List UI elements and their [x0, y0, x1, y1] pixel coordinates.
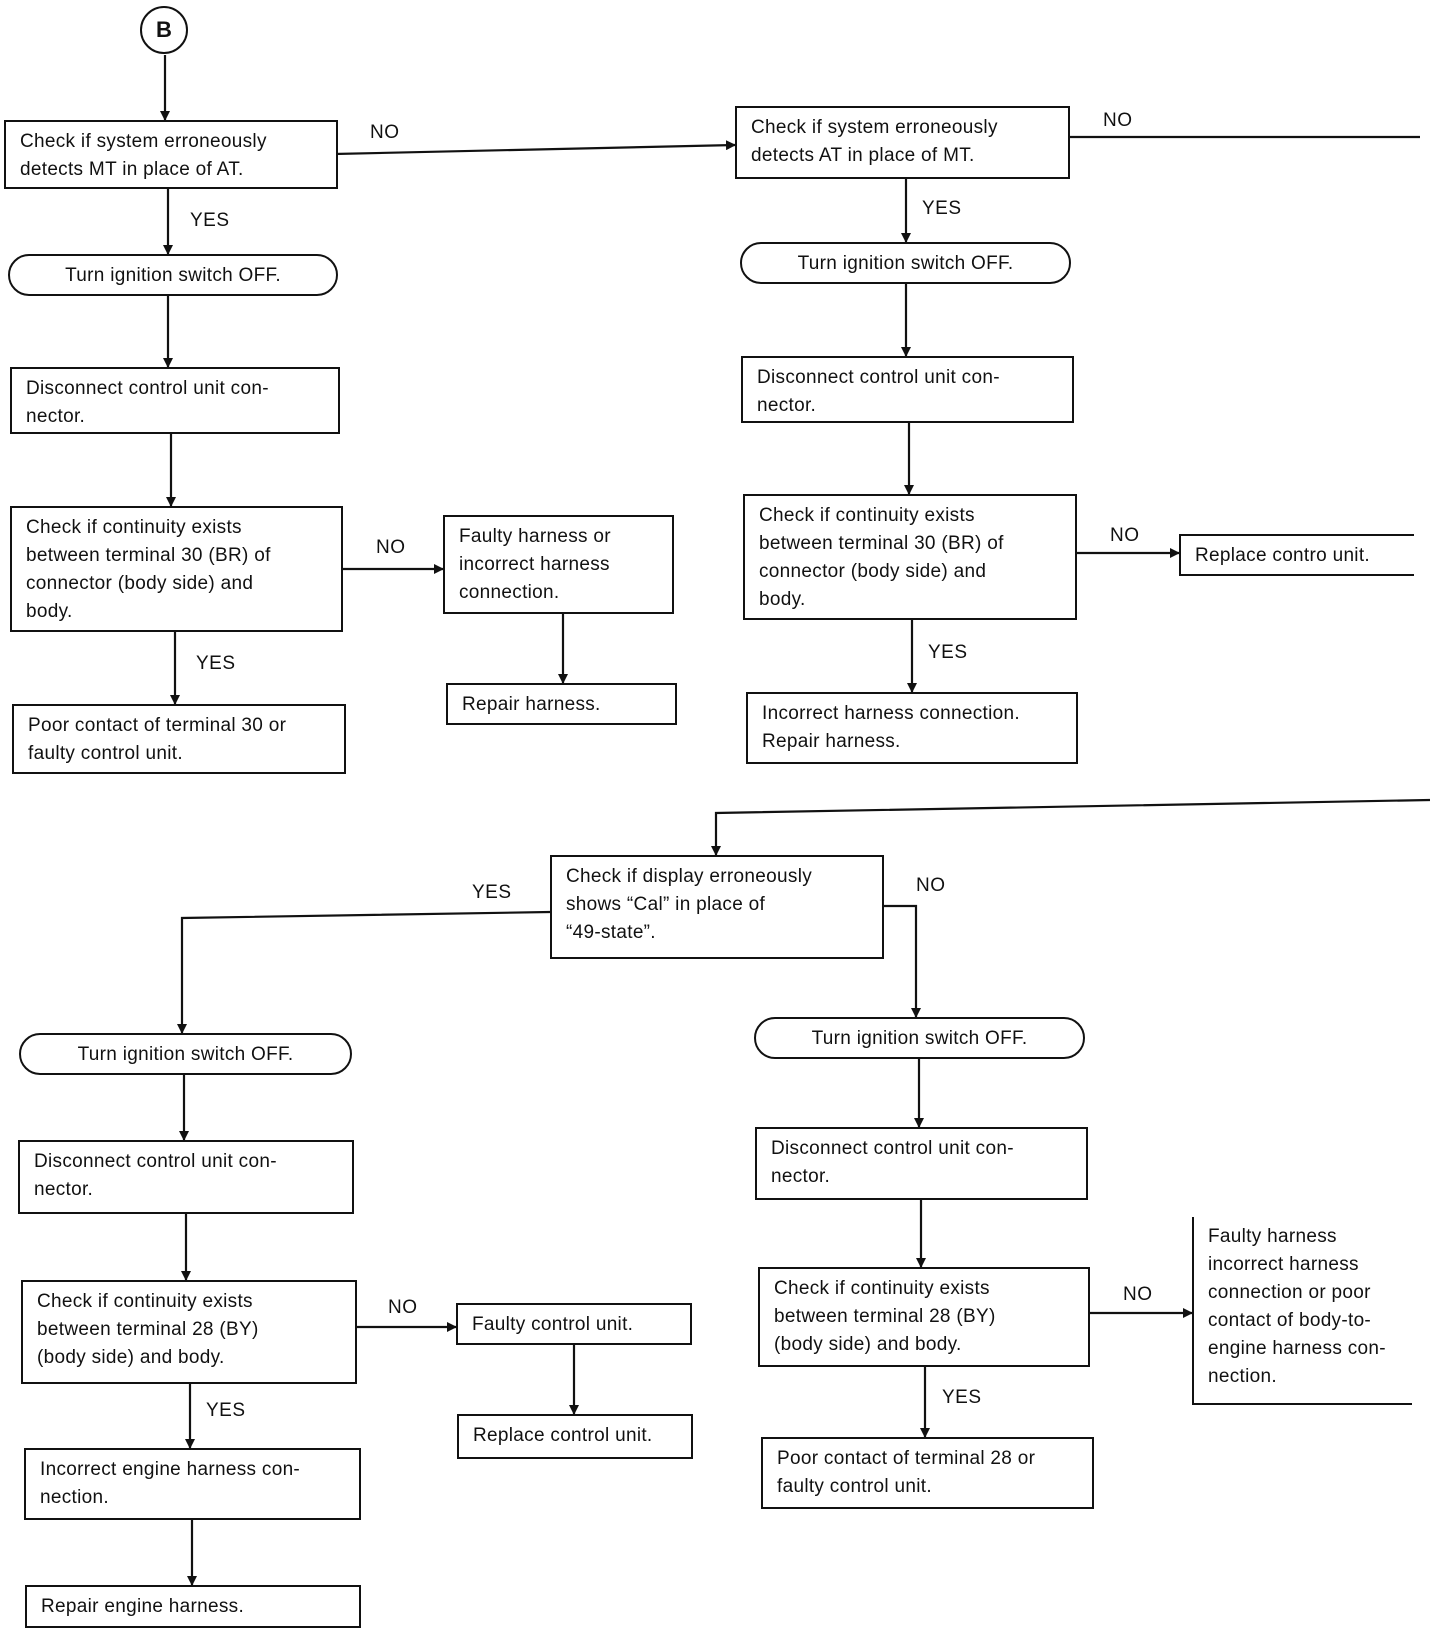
left-ignition-off: Turn ignition switch OFF.: [8, 254, 338, 296]
arrow-continuation-to-display: [711, 798, 1431, 856]
bottom-left-ignition-off: Turn ignition switch OFF.: [19, 1033, 352, 1075]
right-disconnect-box: Disconnect control unit con- nector.: [741, 356, 1074, 423]
arrow-display-no: [884, 904, 921, 1018]
arrow-no-to-check-at: [333, 140, 736, 156]
label-yes-right-check30: YES: [928, 642, 968, 663]
bottom-left-disconnect: Disconnect control unit con- nector.: [18, 1140, 354, 1214]
label-no-bottom-right: NO: [1123, 1284, 1153, 1305]
start-marker-b: B: [140, 6, 188, 54]
label-no-display: NO: [916, 875, 946, 896]
left-check-terminal-30: Check if continuity exists between termi…: [10, 506, 343, 632]
faulty-control-unit-box: Faulty control unit.: [456, 1303, 692, 1345]
right-check-terminal-30: Check if continuity exists between termi…: [743, 494, 1077, 620]
bottom-right-disconnect: Disconnect control unit con- nector.: [755, 1127, 1088, 1200]
label-no-bottom-left: NO: [388, 1297, 418, 1318]
label-yes-bottom-right: YES: [942, 1387, 982, 1408]
label-yes-left-check30: YES: [196, 653, 236, 674]
replace-unit-box: Replace contro unit.: [1179, 534, 1414, 576]
arrow-display-yes: [177, 910, 551, 1034]
check-at-box: Check if system erroneously detects AT i…: [735, 106, 1070, 179]
label-no-right-check30: NO: [1110, 525, 1140, 546]
label-no-mt: NO: [370, 122, 400, 143]
bottom-left-check-terminal-28: Check if continuity exists between termi…: [21, 1280, 357, 1384]
label-yes-display: YES: [472, 882, 512, 903]
repair-harness-box: Repair harness.: [446, 683, 677, 725]
poor-contact-28-box: Poor contact of terminal 28 or faulty co…: [761, 1437, 1094, 1509]
incorrect-engine-harness-box: Incorrect engine harness con- nection.: [24, 1448, 361, 1520]
label-yes-at: YES: [922, 198, 962, 219]
label-yes-bottom-left: YES: [206, 1400, 246, 1421]
label-no-at: NO: [1103, 110, 1133, 131]
label-yes-mt: YES: [190, 210, 230, 231]
poor-contact-30-box: Poor contact of terminal 30 or faulty co…: [12, 704, 346, 774]
check-display-box: Check if display erroneously shows “Cal”…: [550, 855, 884, 959]
check-mt-box: Check if system erroneously detects MT i…: [4, 120, 338, 189]
bottom-right-check-terminal-28: Check if continuity exists between termi…: [758, 1267, 1090, 1367]
faulty-harness-engine-box: Faulty harness incorrect harness connect…: [1192, 1217, 1412, 1405]
incorrect-harness-box: Incorrect harness connection. Repair har…: [746, 692, 1078, 764]
faulty-harness-box: Faulty harness or incorrect harness conn…: [443, 515, 674, 614]
replace-control-unit-box: Replace control unit.: [457, 1414, 693, 1459]
repair-engine-harness-box: Repair engine harness.: [25, 1585, 361, 1628]
right-ignition-off: Turn ignition switch OFF.: [740, 242, 1071, 284]
bottom-right-ignition-off: Turn ignition switch OFF.: [754, 1017, 1085, 1059]
label-no-left-check30: NO: [376, 537, 406, 558]
left-disconnect-box: Disconnect control unit con- nector.: [10, 367, 340, 434]
